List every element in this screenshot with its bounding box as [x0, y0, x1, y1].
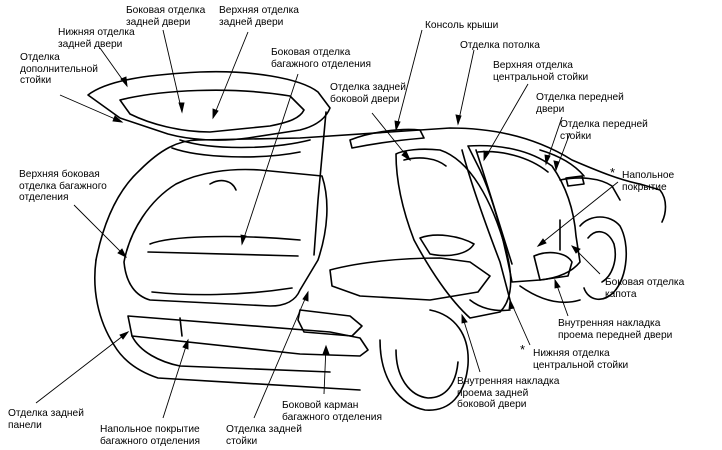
tailgate-window: [119, 89, 305, 133]
leader-cargo-upper-side: [73, 204, 127, 258]
label-floor-covering: Напольное покрытие: [622, 170, 675, 193]
label-tailgate-lower: Нижняя отделка задней двери: [58, 27, 135, 50]
leader-rear-door: [371, 112, 411, 161]
leader-cargo-side: [241, 73, 299, 245]
label-tailgate-side: Боковая отделка задней двери: [126, 5, 206, 28]
label-front-door-trim: Отделка передней двери: [536, 92, 624, 115]
leader-roof-console: [395, 29, 423, 131]
asterisk-floor: *: [610, 165, 616, 180]
label-center-pillar-lower: Нижняя отделка центральной стойки: [533, 348, 629, 371]
label-front-pillar: Отделка передней стойки: [560, 119, 648, 142]
rear-wheel: [379, 309, 469, 411]
label-front-door-sill: Внутренняя накладка проема передней двер…: [558, 318, 673, 341]
leader-rear-panel: [35, 331, 129, 404]
leader-cargo-floor: [162, 339, 189, 419]
leader-center-pillar-upper: [483, 83, 529, 161]
rear-door-opening: [395, 148, 512, 319]
label-cargo-floor: Напольное покрытие багажного отделения: [100, 424, 201, 447]
leader-rear-pillar: [253, 291, 309, 419]
label-cargo-side-pocket: Боковой карман багажного отделения: [282, 400, 383, 423]
leader-tailgate-side: [162, 29, 183, 113]
front-wheel: [579, 216, 628, 300]
label-rear-pillar: Отделка задней стойки: [226, 424, 302, 447]
label-cargo-upper-side: Верхняя боковая отделка багажного отделе…: [19, 169, 107, 203]
front-door-opening: [467, 144, 581, 283]
label-rear-door-sill: Внутренняя накладка проема задней боково…: [457, 376, 560, 410]
label-roof-console: Консоль крыши: [425, 20, 499, 31]
roof-console: [349, 128, 425, 149]
label-tailgate-upper: Верхняя отделка задней двери: [219, 5, 299, 28]
label-aux-pillar: Отделка дополнительной стойки: [20, 52, 98, 86]
leader-floor: [537, 181, 619, 247]
cargo-side-pocket: [297, 309, 363, 337]
label-hood-side: Боковая отделка капота: [605, 277, 685, 300]
leader-headliner: [457, 49, 475, 125]
label-center-pillar-upper: Верхняя отделка центральной стойки: [493, 60, 589, 83]
label-rear-panel: Отделка задней панели: [8, 408, 84, 431]
cargo-opening: [123, 168, 328, 307]
label-headliner: Отделка потолка: [460, 40, 540, 51]
label-cargo-side: Боковая отделка багажного отделения: [271, 47, 372, 70]
leader-aux-pillar: [59, 94, 123, 123]
body-outline: [95, 127, 667, 261]
asterisk-center-lower: *: [520, 342, 526, 357]
leader-tailgate-upper: [212, 31, 249, 119]
leader-rear-door-sill: [461, 314, 481, 373]
label-rear-door-trim: Отделка задней боковой двери: [330, 82, 406, 105]
